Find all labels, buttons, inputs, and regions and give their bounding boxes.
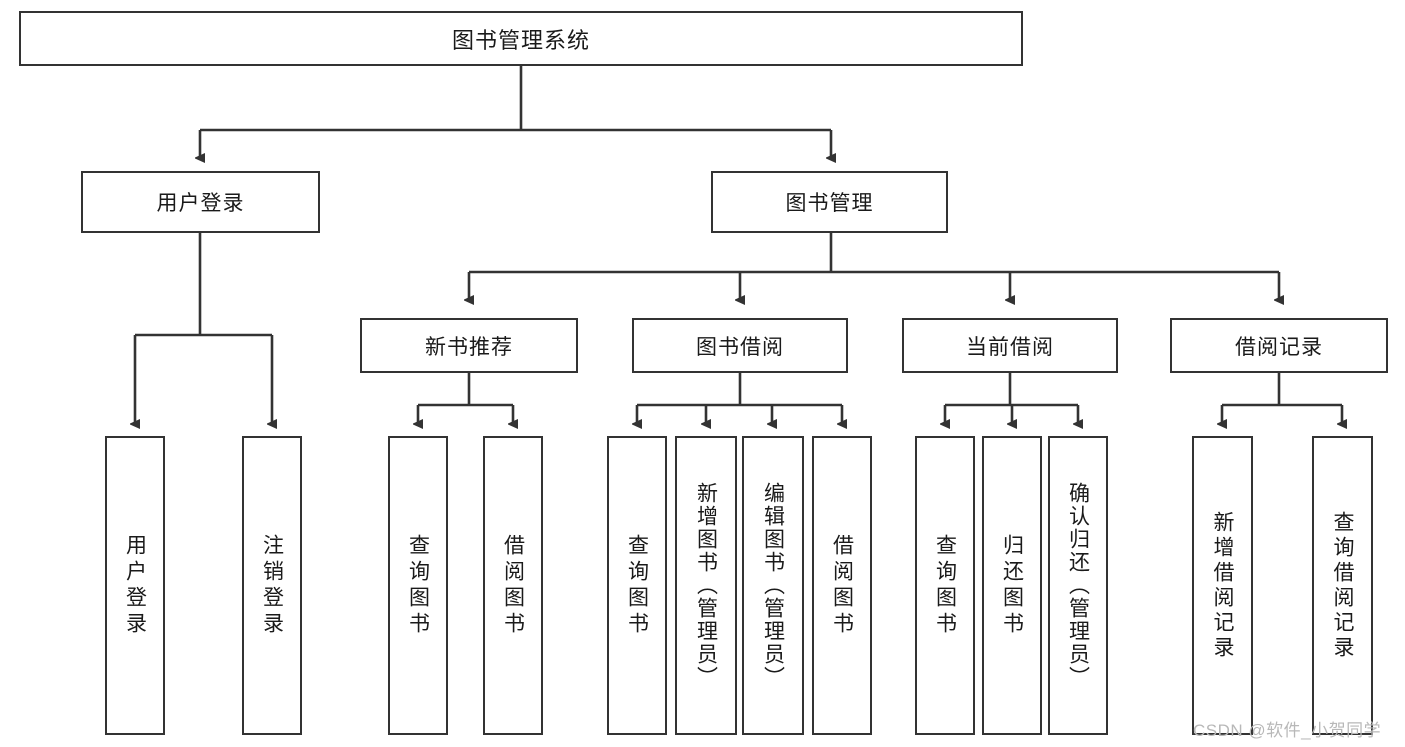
- node-label: 用户登录: [156, 192, 245, 215]
- node-label: 查询借阅记录: [1331, 510, 1354, 661]
- node-new-book-recommendation[interactable]: 新书推荐: [360, 318, 578, 373]
- node-leaf-borrow-book-borrowing[interactable]: 借阅图书: [812, 436, 872, 735]
- node-book-borrowing[interactable]: 图书借阅: [632, 318, 848, 373]
- node-label: 新增图书（管理员）: [694, 482, 718, 689]
- node-label: 借阅图书: [830, 533, 854, 638]
- node-leaf-query-borrowing-record[interactable]: 查询借阅记录: [1312, 436, 1373, 735]
- node-leaf-query-book-current[interactable]: 查询图书: [915, 436, 975, 735]
- node-label: 借阅记录: [1235, 335, 1323, 359]
- node-leaf-add-borrowing-record[interactable]: 新增借阅记录: [1192, 436, 1253, 735]
- node-label: 用户登录: [123, 533, 147, 638]
- node-leaf-logout[interactable]: 注销登录: [242, 436, 302, 735]
- node-label: 查询图书: [406, 533, 430, 638]
- node-leaf-query-book-recommendation[interactable]: 查询图书: [388, 436, 448, 735]
- node-borrowing-record[interactable]: 借阅记录: [1170, 318, 1388, 373]
- node-label: 图书管理: [785, 192, 874, 215]
- watermark-text: CSDN @软件_小贺同学: [1193, 721, 1382, 740]
- node-label: 查询图书: [933, 533, 957, 638]
- node-current-borrowing[interactable]: 当前借阅: [902, 318, 1118, 373]
- node-label: 借阅图书: [501, 533, 525, 638]
- node-leaf-borrow-book-recommendation[interactable]: 借阅图书: [483, 436, 543, 735]
- node-label: 新书推荐: [425, 335, 513, 359]
- node-leaf-return-book[interactable]: 归还图书: [982, 436, 1042, 735]
- node-label: 编辑图书（管理员）: [761, 482, 785, 689]
- node-leaf-confirm-return-admin[interactable]: 确认归还（管理员）: [1048, 436, 1108, 735]
- node-user-login[interactable]: 用户登录: [81, 171, 320, 233]
- node-label: 新增借阅记录: [1211, 510, 1234, 661]
- node-label: 图书管理系统: [451, 27, 590, 53]
- node-book-management[interactable]: 图书管理: [711, 171, 948, 233]
- node-leaf-user-login[interactable]: 用户登录: [105, 436, 165, 735]
- node-leaf-add-book-admin[interactable]: 新增图书（管理员）: [675, 436, 737, 735]
- node-label: 归还图书: [1000, 533, 1024, 638]
- node-root-book-management-system[interactable]: 图书管理系统: [19, 11, 1023, 66]
- node-label: 查询图书: [625, 533, 649, 638]
- node-label: 当前借阅: [966, 335, 1054, 359]
- node-leaf-edit-book-admin[interactable]: 编辑图书（管理员）: [742, 436, 804, 735]
- node-leaf-query-book-borrowing[interactable]: 查询图书: [607, 436, 667, 735]
- node-label: 注销登录: [260, 533, 284, 638]
- node-label: 确认归还（管理员）: [1066, 482, 1090, 689]
- node-label: 图书借阅: [696, 335, 784, 359]
